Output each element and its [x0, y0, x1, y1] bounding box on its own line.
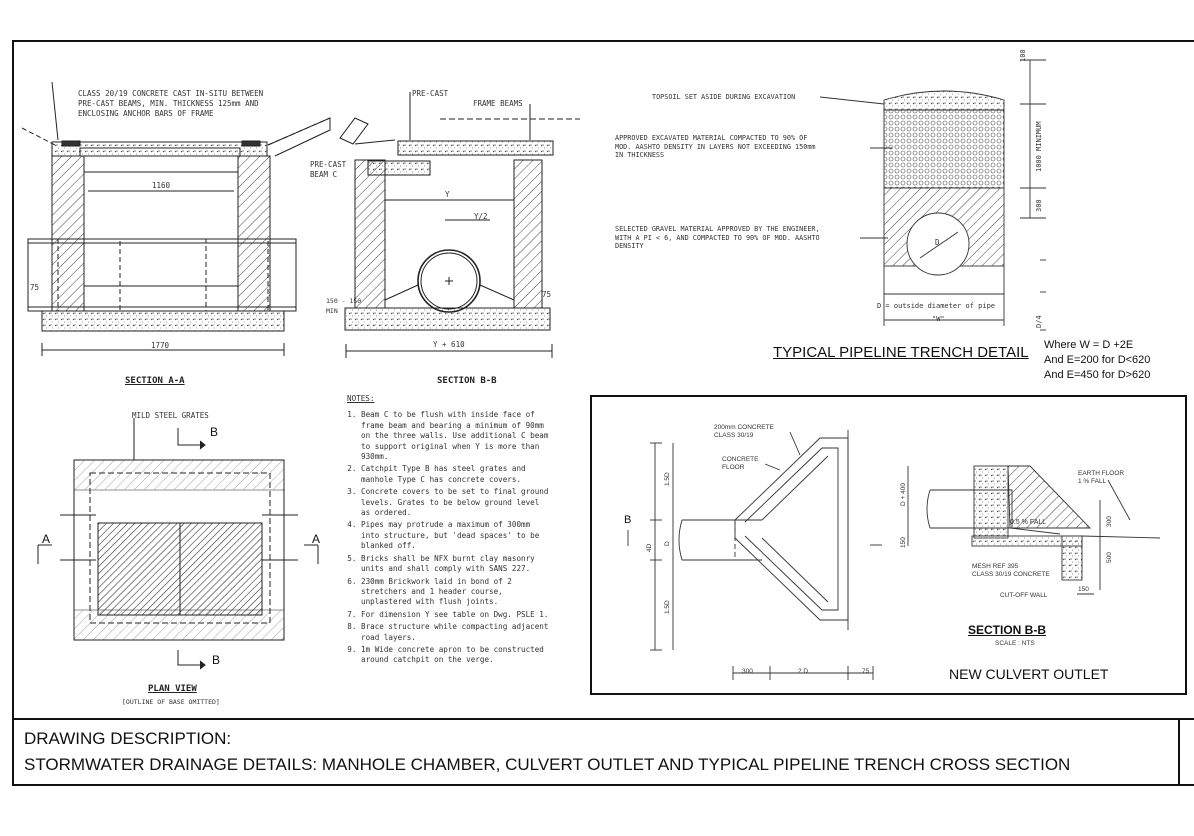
- culvert-d400: D + 400: [900, 483, 907, 506]
- drawing-sheet-border: [12, 40, 1194, 786]
- culvert-cutoff-label: CUT-OFF WALL: [1000, 592, 1048, 599]
- trench-formula-line: And E=200 for D<620: [1044, 354, 1151, 366]
- section-bb-title: SECTION B-B: [437, 376, 497, 386]
- trench-formula: Where W = D +2E And E=200 for D<620 And …: [1044, 338, 1150, 383]
- plan-marker-b-bottom: B: [212, 653, 221, 667]
- culvert-outlet-frame: [590, 395, 1187, 695]
- note-item: For dimension Y see table on Dwg. PSLE 1…: [361, 610, 552, 620]
- trench-dim-d4: D/4: [1035, 315, 1043, 328]
- section-aa-dim-side: 75: [30, 283, 40, 292]
- section-bb-beam-c-label: PRE-CAST BEAM C: [310, 160, 347, 179]
- trench-w-label: "W": [932, 315, 945, 323]
- culvert-mesh-label: MESH REF 395 CLASS 30/19 CONCRETE: [972, 563, 1050, 578]
- description-right-rule: [1178, 718, 1180, 786]
- trench-formula-line: And E=450 for D>620: [1044, 369, 1151, 381]
- description-label: DRAWING DESCRIPTION:: [24, 729, 232, 748]
- section-aa-concrete-note: CLASS 20/19 CONCRETE CAST IN-SITU BETWEE…: [78, 89, 264, 118]
- note-item: Catchpit Type B has steel grates and man…: [361, 464, 552, 485]
- note-item: 230mm Brickwork laid in bond of 2 stretc…: [361, 577, 552, 608]
- plan-view-title: PLAN VIEW: [148, 684, 197, 694]
- note-item: Beam C to be flush with inside face of f…: [361, 410, 552, 462]
- trench-title: TYPICAL PIPELINE TRENCH DETAIL: [773, 344, 1029, 361]
- drawing-description-block: DRAWING DESCRIPTION: STORMWATER DRAINAGE…: [12, 718, 1194, 786]
- culvert-dim-15d-top: 1.5D: [664, 472, 671, 486]
- culvert-title: NEW CULVERT OUTLET: [949, 666, 1109, 682]
- section-aa-drawing: [21, 81, 331, 356]
- note-item: Bricks shall be NFX burnt clay masonry u…: [361, 554, 552, 575]
- culvert-dim-15d-bot: 1.5D: [664, 600, 671, 614]
- culvert-marker-b: B: [624, 514, 632, 526]
- trench-dim-1000: 1000 MINIMUM: [1035, 121, 1043, 172]
- section-bb-precast-label: PRE-CAST: [412, 89, 449, 98]
- culvert-drawing: [627, 430, 1161, 680]
- trench-formula-line: Where W = D +2E: [1044, 339, 1134, 351]
- culvert-dim-4d: 4D: [646, 543, 653, 552]
- culvert-dim-300-right: 300: [1106, 516, 1113, 527]
- note-item: Pipes may protrude a maximum of 300mm in…: [361, 520, 552, 551]
- trench-d-label: D: [935, 238, 940, 247]
- culvert-dim-d: D: [664, 541, 671, 546]
- plan-view-subtitle: [OUTLINE OF BASE OMITTED]: [122, 698, 220, 706]
- section-bb-dim-y: Y: [445, 190, 450, 199]
- culvert-dim-75: 75: [862, 668, 870, 675]
- description-text: STORMWATER DRAINAGE DETAILS: MANHOLE CHA…: [24, 755, 1071, 774]
- trench-topsoil-label: TOPSOIL SET ASIDE DURING EXCAVATION: [652, 93, 796, 101]
- note-item: Brace structure while compacting adjacen…: [361, 622, 552, 643]
- section-bb-dim-75: 75: [542, 290, 552, 299]
- culvert-earth-floor: EARTH FLOOR 1 % FALL: [1078, 470, 1125, 485]
- plan-grates-label: MILD STEEL GRATES: [132, 411, 209, 420]
- culvert-dim-2d: 2 D: [798, 668, 809, 675]
- notes-heading: NOTES:: [347, 394, 375, 403]
- culvert-concrete-label: 200mm CONCRETE CLASS 30/19: [714, 424, 774, 439]
- note-item: Concrete covers to be set to final groun…: [361, 487, 552, 518]
- culvert-dim-150: 150: [900, 537, 907, 548]
- section-aa-dim-inner: 1160: [152, 181, 171, 190]
- section-bb-dim-min: 150 - 150 MIN: [326, 297, 362, 315]
- section-aa-title: SECTION A-A: [125, 376, 185, 386]
- plan-marker-a-left: A: [42, 532, 51, 546]
- trench-backfill-label: APPROVED EXCAVATED MATERIAL COMPACTED TO…: [615, 134, 816, 159]
- trench-drawing: [819, 59, 1046, 331]
- culvert-dim-300: 300: [742, 668, 753, 675]
- culvert-floor-label: CONCRETE FLOOR: [722, 456, 759, 471]
- trench-d-note: D = outside diameter of pipe: [877, 302, 996, 310]
- notes-list: Beam C to be flush with inside face of f…: [347, 410, 552, 665]
- culvert-fall: 0.5 % FALL: [1010, 519, 1047, 526]
- section-bb-dim-y2: Y/2: [474, 212, 488, 221]
- section-bb-drawing: [339, 92, 580, 358]
- culvert-section-title: SECTION B-B: [968, 623, 1046, 637]
- section-aa-dim-outer: 1770: [151, 341, 170, 350]
- culvert-dim-500: 500: [1106, 552, 1113, 563]
- trench-dim-300: 300: [1035, 199, 1043, 212]
- plan-marker-b-top: B: [210, 425, 219, 439]
- note-item: 1m Wide concrete apron to be constructed…: [361, 645, 552, 666]
- trench-bedding-label: SELECTED GRAVEL MATERIAL APPROVED BY THE…: [615, 225, 820, 250]
- plan-view-drawing: [37, 418, 319, 670]
- notes-block: NOTES: Beam C to be flush with inside fa…: [347, 394, 552, 668]
- trench-dim-100: 100: [1019, 49, 1027, 62]
- section-bb-dim-total: Y + 610: [433, 340, 465, 349]
- culvert-dim-150b: 150: [1078, 586, 1089, 593]
- section-bb-frame-beams-label: FRAME BEAMS: [473, 99, 523, 108]
- plan-marker-a-right: A: [312, 532, 321, 546]
- culvert-scale-label: SCALE : NTS: [995, 640, 1035, 647]
